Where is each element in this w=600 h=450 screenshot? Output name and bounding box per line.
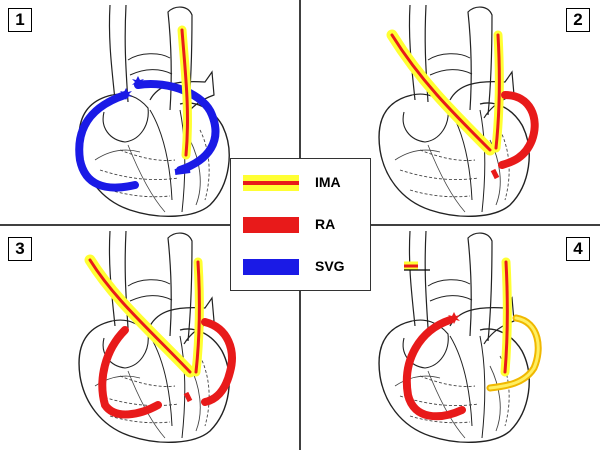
svg-graft-swatch <box>243 259 299 275</box>
ra-graft <box>498 91 539 169</box>
aortic-anastomosis-star <box>448 312 460 324</box>
lima-graft-inner <box>180 28 189 157</box>
legend-item-ra: RA <box>231 213 372 237</box>
legend-item-ima: IMA <box>231 171 372 195</box>
ra-graft-left <box>201 318 236 406</box>
rima-graft-inner <box>88 258 192 374</box>
ra-graft-swatch <box>243 217 299 233</box>
rima-graft-inner <box>390 33 492 152</box>
legend-label-ra: RA <box>315 216 336 232</box>
composite-ima-branch-inner <box>488 316 540 390</box>
panel-1-grafts <box>75 25 220 192</box>
legend-item-svg: SVG <box>231 255 372 279</box>
panel-number-2: 2 <box>566 8 590 32</box>
aortic-anastomosis-star <box>120 88 132 100</box>
panel-4-grafts <box>402 257 542 421</box>
svg-graft-short <box>174 167 191 175</box>
ra-graft-right <box>98 326 162 419</box>
lima-graft-inner <box>494 33 501 150</box>
panel-number-4: 4 <box>566 237 590 261</box>
panel-2-grafts <box>386 29 539 180</box>
svg-graft-right <box>75 91 139 192</box>
panel-number-1: 1 <box>8 8 32 32</box>
ra-graft-stub <box>183 391 193 403</box>
graft-legend: IMA RA SVG <box>230 158 371 291</box>
legend-label-svg: SVG <box>315 258 345 274</box>
composite-ima-branch <box>486 314 542 392</box>
lima-graft-inner <box>194 260 201 374</box>
legend-label-ima: IMA <box>315 174 341 190</box>
ima-graft-swatch <box>243 175 299 191</box>
ra-graft <box>402 316 466 421</box>
svg-graft-left <box>134 80 220 174</box>
ra-graft-stub <box>490 168 500 180</box>
aortic-anastomosis-star <box>132 76 144 88</box>
panel-3-grafts <box>84 254 236 419</box>
panel-number-3: 3 <box>8 237 32 261</box>
lima-graft-inner <box>503 260 509 374</box>
